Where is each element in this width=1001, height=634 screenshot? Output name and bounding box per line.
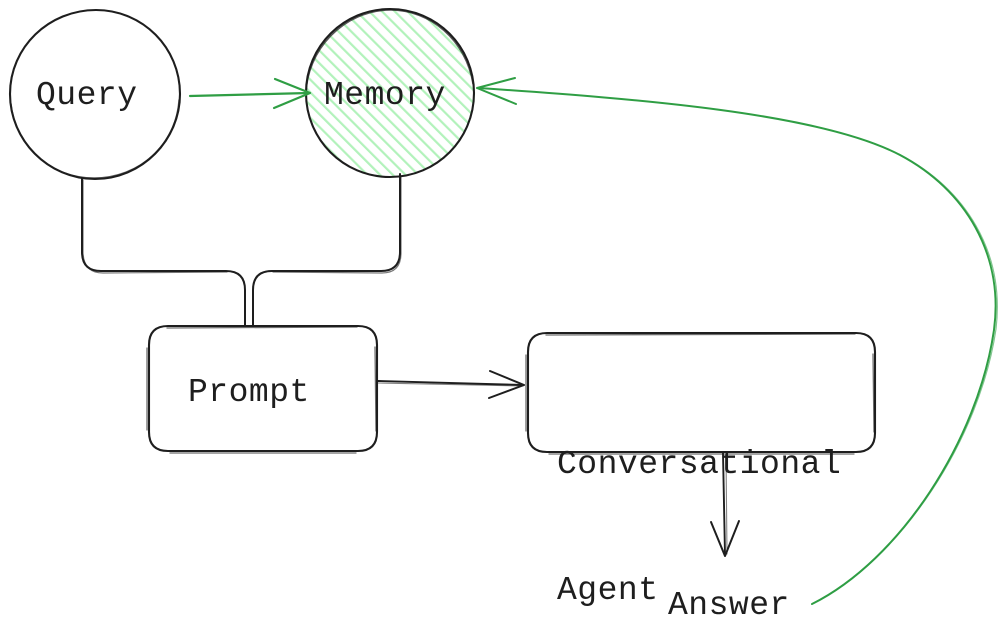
edge-answer-to-memory-curve-sketch xyxy=(813,153,998,604)
query-ellipse-outline-sketch xyxy=(10,99,180,179)
memory-ellipse-outline-sketch xyxy=(305,9,474,97)
agent-rect-outline-sketch xyxy=(525,333,875,455)
edge-prompt-to-agent[interactable] xyxy=(377,370,525,399)
node-memory[interactable] xyxy=(304,7,476,179)
edge-query-to-prompt-line xyxy=(81,177,246,326)
edge-agent-to-answer-line-sketch xyxy=(725,453,728,555)
prompt-rect-outline-sketch xyxy=(146,326,377,454)
node-conversational-agent[interactable] xyxy=(525,331,877,455)
memory-ellipse-fill xyxy=(306,9,474,177)
edge-prompt-to-agent-line-sketch xyxy=(377,382,524,387)
edge-agent-to-answer[interactable] xyxy=(710,452,740,557)
edge-query-to-memory-line xyxy=(188,91,311,98)
edge-agent-to-answer-line xyxy=(722,452,726,556)
node-query[interactable] xyxy=(8,8,182,181)
node-prompt[interactable] xyxy=(146,324,379,454)
edge-prompt-to-agent-arrowhead xyxy=(488,370,525,399)
edge-prompt-to-agent-line xyxy=(377,380,524,386)
prompt-rect-outline xyxy=(147,324,379,453)
edge-memory-to-prompt-line xyxy=(252,173,401,326)
edge-memory-to-prompt[interactable] xyxy=(252,173,402,326)
edge-query-to-memory[interactable] xyxy=(188,77,312,110)
edge-query-to-memory-arrowhead xyxy=(272,77,312,110)
edge-query-to-prompt-line-sketch xyxy=(82,179,228,274)
edge-memory-to-prompt-line-sketch xyxy=(272,175,402,274)
edge-answer-to-memory-curve xyxy=(478,87,997,605)
edge-answer-to-memory[interactable] xyxy=(476,77,998,605)
edge-answer-to-memory-arrowhead xyxy=(476,77,517,105)
edge-query-to-prompt[interactable] xyxy=(81,177,246,326)
edge-agent-to-answer-arrowhead xyxy=(710,520,740,557)
agent-rect-outline xyxy=(526,331,877,454)
